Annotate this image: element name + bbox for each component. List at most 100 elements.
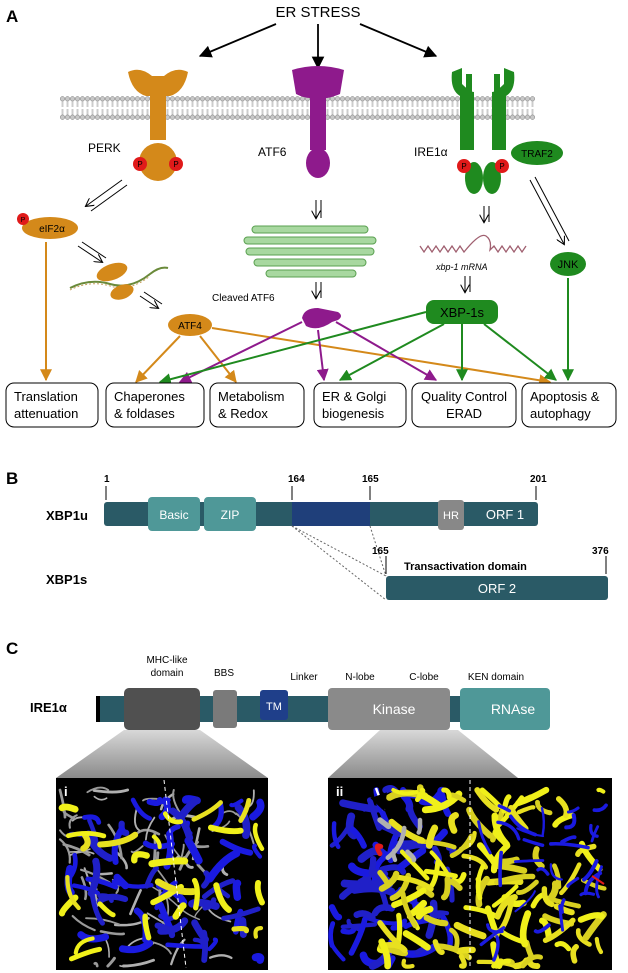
golgi-icon — [243, 225, 377, 278]
nlobe-label: N-lobe — [345, 672, 375, 683]
traf2-label: TRAF2 — [521, 149, 553, 160]
panel-c-letter: C — [6, 639, 18, 658]
atf4-shape — [168, 314, 212, 336]
atf4-label: ATF4 — [178, 321, 202, 332]
perk-receptor: P P — [128, 69, 188, 181]
svg-text:Basic: Basic — [159, 508, 188, 522]
orf2-label: ORF 2 — [478, 581, 516, 596]
xbp1u-164: 164 — [288, 474, 305, 485]
svg-text:P: P — [461, 162, 466, 171]
outcome-chaperones: Chaperones & foldases — [105, 382, 205, 428]
xbp1s-start: 165 — [372, 546, 389, 557]
outcome-quality-control: Quality Control ERAD — [411, 382, 517, 428]
jnk-shape — [550, 252, 586, 276]
clobe-label: C-lobe — [409, 672, 439, 683]
ire1-receptor: P P — [451, 68, 563, 194]
svg-text:Apoptosis &: Apoptosis & — [530, 389, 600, 404]
arrow-stress-perk — [198, 23, 277, 58]
xbp1s-bar-label: XBP1s — [46, 572, 87, 587]
svg-text:ER & Golgi: ER & Golgi — [322, 389, 386, 404]
xbp1s-box — [426, 300, 498, 324]
svg-text:P: P — [173, 160, 178, 169]
svg-text:ZIP: ZIP — [221, 508, 240, 522]
structure-ii-label: ii — [336, 784, 343, 799]
ire1-label: IRE1α — [414, 145, 448, 159]
linker-label: Linker — [290, 672, 318, 683]
kinase-domain — [328, 688, 450, 730]
mhc-label-1: MHC-like — [146, 655, 188, 666]
structure-image-i: i — [56, 778, 268, 970]
outcome-er-golgi: ER & Golgi biogenesis — [313, 382, 407, 428]
projection-fan-left — [56, 730, 268, 778]
xbp1s-label: XBP-1s — [440, 305, 485, 320]
basic-domain — [148, 497, 200, 531]
svg-text:autophagy: autophagy — [530, 406, 591, 421]
outcome-apoptosis: Apoptosis & autophagy — [521, 382, 617, 428]
panel-b-letter: B — [6, 469, 18, 488]
phospho-icon — [495, 159, 509, 173]
outcome-metabolism: Metabolism & Redox — [209, 382, 305, 428]
svg-text:Translation: Translation — [14, 389, 78, 404]
structure-i-label: i — [64, 784, 68, 799]
tm-domain — [260, 690, 288, 720]
rnase-domain — [460, 688, 550, 730]
svg-text:P: P — [137, 160, 142, 169]
red-arrow-icon — [591, 875, 605, 885]
svg-text:Metabolism: Metabolism — [218, 389, 284, 404]
xbp1u-label: XBP1u — [46, 508, 88, 523]
cleaved-atf6-label: Cleaved ATF6 — [212, 293, 275, 304]
xbp1-mrna-label: xbp-1 mRNA — [435, 262, 488, 272]
svg-text:Kinase: Kinase — [373, 701, 416, 717]
bbs-label: BBS — [214, 668, 234, 679]
traf2-shape — [511, 141, 563, 165]
phospho-icon — [457, 159, 471, 173]
svg-text:Quality Control: Quality Control — [421, 389, 507, 404]
xbp1-mrna-icon — [419, 234, 527, 254]
white-arrow-icon — [370, 787, 387, 812]
atf6-receptor — [292, 66, 344, 178]
bbs-domain — [213, 690, 237, 728]
projection-fan-right — [328, 730, 518, 778]
ribosome-icon — [69, 262, 169, 300]
svg-text:biogenesis: biogenesis — [322, 406, 385, 421]
phospho-icon — [169, 157, 183, 171]
svg-text:TM: TM — [266, 701, 282, 713]
panel-a-letter: A — [6, 7, 18, 26]
xbp1u-end: 201 — [530, 474, 547, 485]
ire1-domain-label: IRE1α — [30, 700, 67, 715]
arrow-perk-eif2a — [86, 179, 123, 206]
zip-domain — [204, 497, 256, 531]
svg-text:RNAse: RNAse — [491, 701, 536, 717]
structure-image-ii: ii — [328, 778, 612, 970]
atf6-label: ATF6 — [258, 145, 287, 159]
perk-label: PERK — [88, 141, 121, 155]
svg-text:HR: HR — [443, 510, 459, 522]
svg-text:P: P — [21, 217, 26, 224]
xbp1u-frameshift-region — [292, 502, 370, 526]
outcome-translation: Translation attenuation — [5, 382, 99, 428]
svg-text:P: P — [499, 162, 504, 171]
eif2a-shape — [22, 217, 78, 239]
xbp1s-end: 376 — [592, 546, 609, 557]
jnk-label: JNK — [558, 259, 579, 271]
arrow-stress-ire1 — [359, 23, 438, 58]
xbp1u-start: 1 — [104, 474, 110, 485]
eif2a-label: eIF2α — [39, 224, 65, 235]
hr-domain — [438, 500, 464, 530]
er-stress-label: ER STRESS — [275, 4, 360, 21]
xbp1s-bar — [386, 576, 608, 600]
transactivation-label: Transactivation domain — [404, 561, 527, 573]
orf1-label: ORF 1 — [486, 507, 524, 522]
mhc-domain — [124, 688, 200, 730]
ken-label: KEN domain — [468, 672, 524, 683]
svg-text:Chaperones: Chaperones — [114, 389, 185, 404]
mhc-label-2: domain — [151, 668, 184, 679]
svg-text:& foldases: & foldases — [114, 406, 175, 421]
cleaved-atf6-shape — [302, 308, 341, 329]
phospho-icon — [17, 213, 29, 225]
phospho-icon — [133, 157, 147, 171]
svg-text:ERAD: ERAD — [446, 406, 482, 421]
svg-text:& Redox: & Redox — [218, 406, 268, 421]
er-membrane — [60, 96, 535, 120]
